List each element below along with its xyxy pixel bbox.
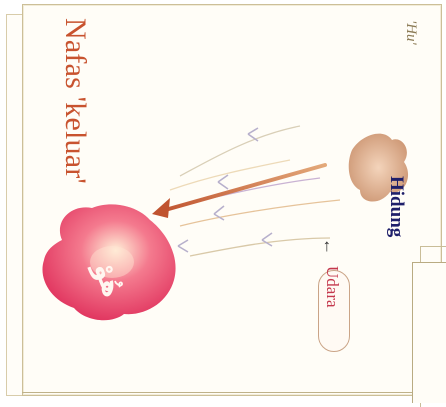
- air-flow-lines: [170, 126, 340, 256]
- diagram-title: Nafas 'keluar': [58, 18, 92, 184]
- air-label: Udara: [322, 266, 342, 308]
- flow-arrowheads: [178, 128, 272, 252]
- nose-label: Hidung: [385, 176, 407, 237]
- air-pointer-arrow: ←: [319, 238, 339, 255]
- corner-label: 'Hu': [402, 20, 419, 45]
